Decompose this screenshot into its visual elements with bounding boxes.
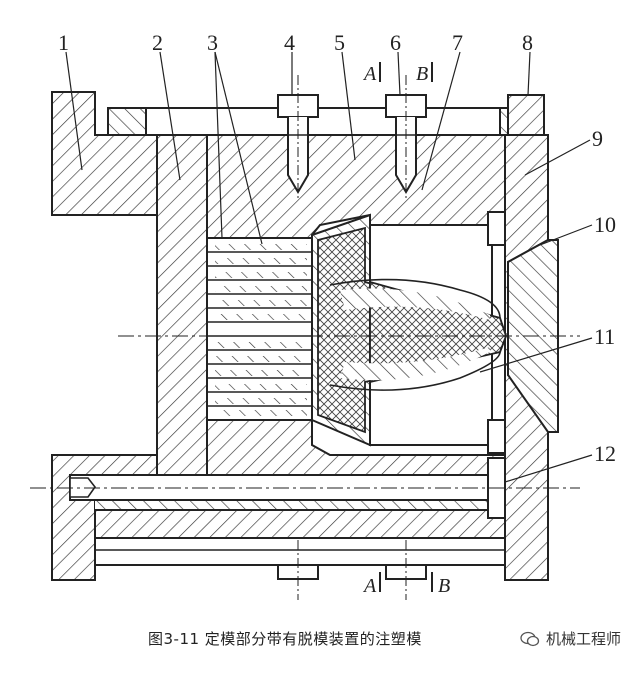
figure-caption: 图3-11 定模部分带有脱模装置的注塑模 (148, 630, 422, 648)
callout-5: 5 (334, 30, 345, 55)
callout-3: 3 (207, 30, 218, 55)
part-11-core (329, 211, 507, 454)
top-plate (107, 107, 539, 136)
part-2-plate (156, 134, 208, 476)
callout-2: 2 (152, 30, 163, 55)
callout-4: 4 (284, 30, 295, 55)
section-marks: A B A B (362, 62, 450, 597)
callout-9: 9 (592, 126, 603, 151)
callout-8: 8 (522, 30, 533, 55)
bottom-nuts (277, 540, 427, 600)
callout-numbers: 1 2 3 4 5 6 7 8 9 10 11 12 (58, 30, 616, 466)
callout-1: 1 (58, 30, 69, 55)
watermark-text: 机械工程师 (546, 630, 622, 648)
part-4-bolt (277, 75, 319, 200)
section-label-a-top: A (362, 63, 377, 85)
section-label-a-bottom: A (362, 575, 377, 597)
wechat-icon (520, 631, 540, 646)
callout-11: 11 (594, 324, 615, 349)
part-8-block (507, 94, 545, 136)
callout-7: 7 (452, 30, 463, 55)
part-6-bolt (385, 75, 427, 200)
section-label-b-bottom: B (438, 575, 450, 597)
callout-12: 12 (594, 441, 616, 466)
callout-6: 6 (390, 30, 401, 55)
leader-lines (65, 51, 593, 483)
watermark: 机械工程师 (520, 628, 621, 649)
callout-10: 10 (594, 212, 616, 237)
part-3-core-pins (206, 237, 313, 421)
section-label-b-top: B (416, 63, 428, 85)
